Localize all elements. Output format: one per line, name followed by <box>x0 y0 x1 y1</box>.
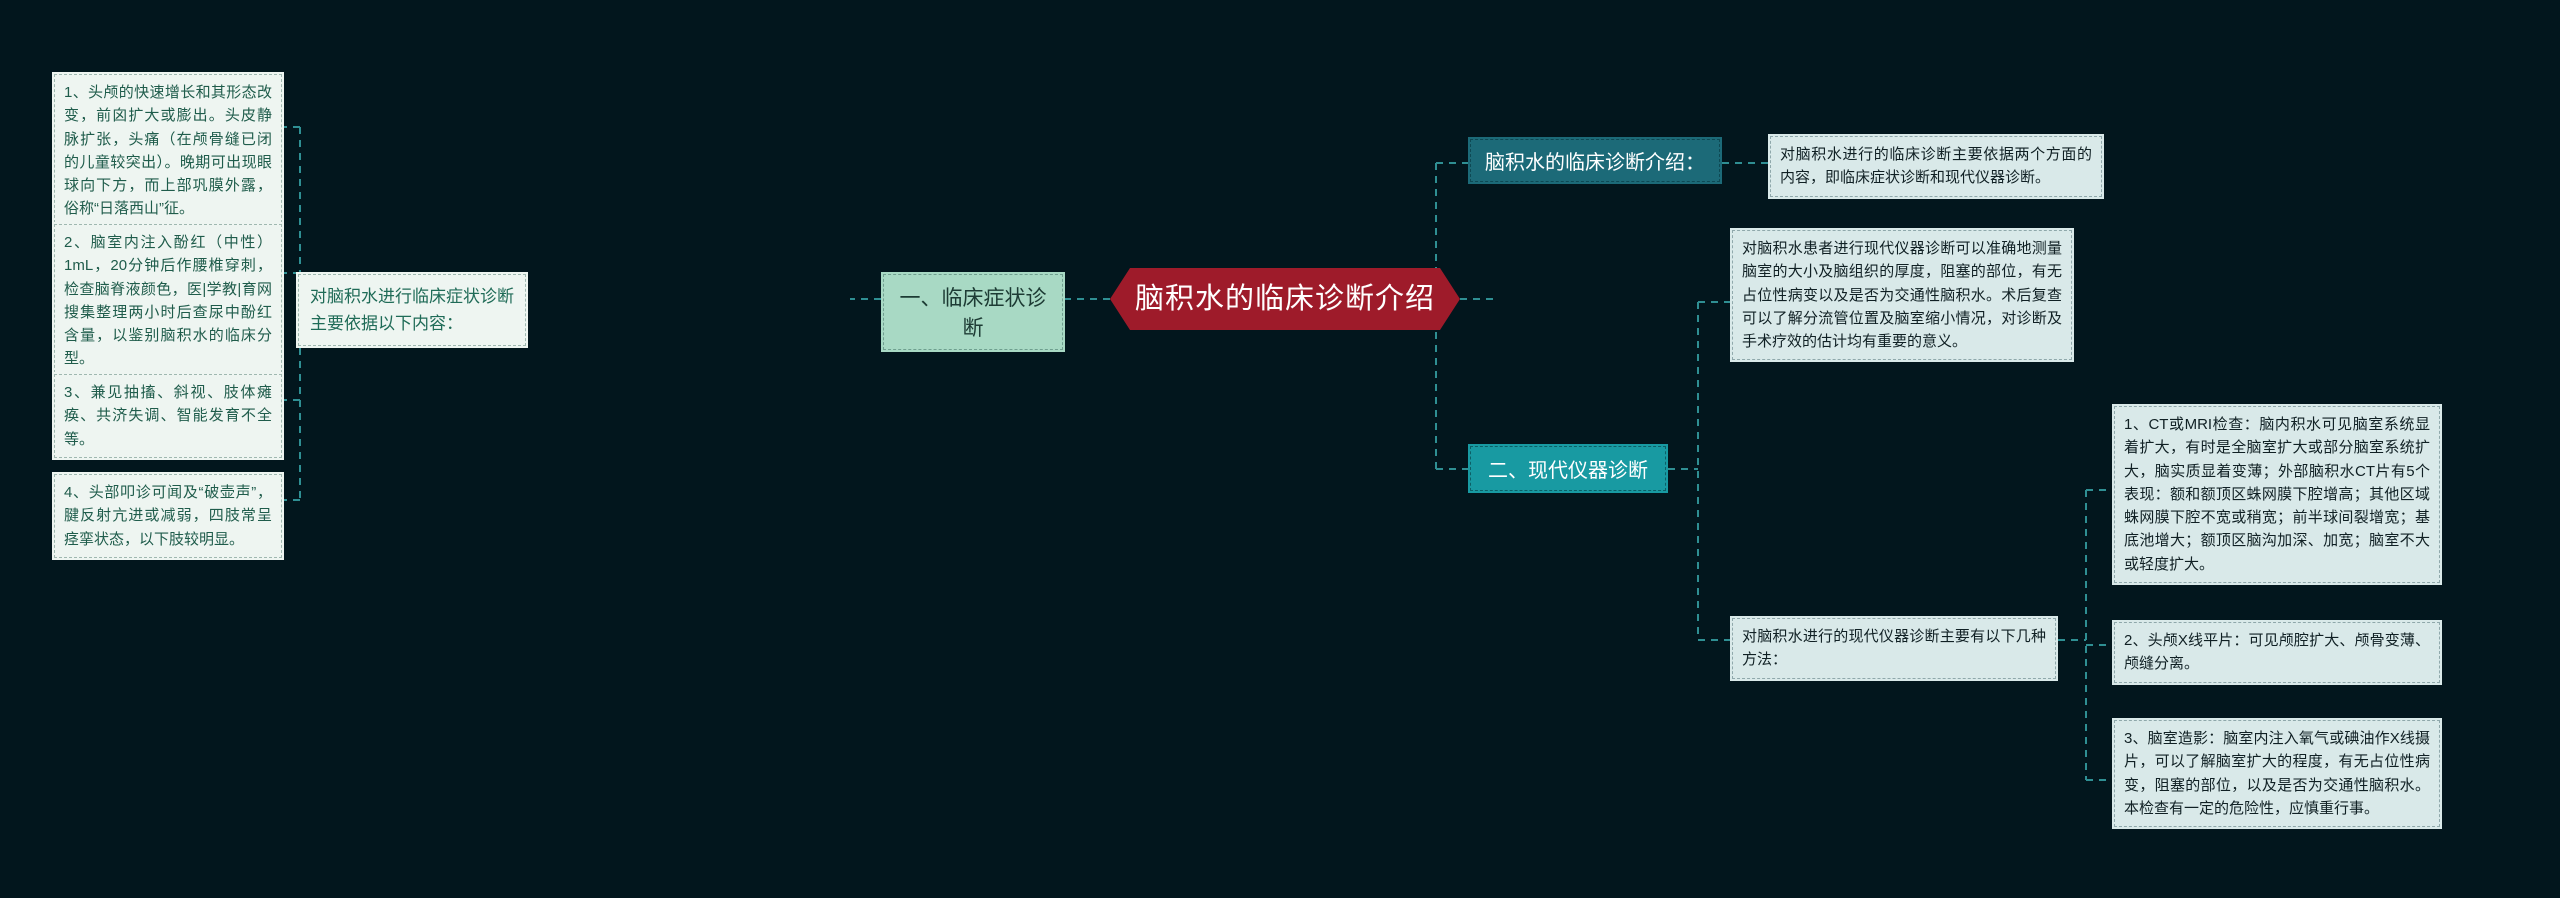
note-clinical-intro[interactable]: 对脑积水进行临床症状诊断主要依据以下内容： <box>296 272 528 349</box>
note-instrument[interactable]: 对脑积水患者进行现代仪器诊断可以准确地测量脑室的大小及脑组织的厚度，阻塞的部位，… <box>1730 228 2074 363</box>
list-item-method-2[interactable]: 2、头颅X线平片：可见颅腔扩大、颅骨变薄、颅缝分离。 <box>2112 620 2442 685</box>
list-item-clinical-1[interactable]: 1、头颅的快速增长和其形态改变，前囟扩大或膨出。头皮静脉扩张，头痛（在颅骨缝已闭… <box>52 72 284 230</box>
note-overview[interactable]: 对脑积水进行的临床诊断主要依据两个方面的内容，即临床症状诊断和现代仪器诊断。 <box>1768 134 2104 199</box>
list-item-clinical-3[interactable]: 3、兼见抽搐、斜视、肢体瘫痪、共济失调、智能发育不全等。 <box>52 372 284 460</box>
list-item-method-1[interactable]: 1、CT或MRI检查：脑内积水可见脑室系统显着扩大，有时是全脑室扩大或部分脑室系… <box>2112 404 2442 585</box>
list-item-clinical-4[interactable]: 4、头部叩诊可闻及“破壶声”，腱反射亢进或减弱，四肢常呈痉挛状态，以下肢较明显。 <box>52 472 284 560</box>
list-item-clinical-2[interactable]: 2、脑室内注入酚红（中性）1mL，20分钟后作腰椎穿刺，检查脑脊液颜色，医|学教… <box>52 222 284 380</box>
topic-overview[interactable]: 脑积水的临床诊断介绍： <box>1468 137 1722 184</box>
list-item-method-3[interactable]: 3、脑室造影：脑室内注入氧气或碘油作X线摄片，可以了解脑室扩大的程度，有无占位性… <box>2112 718 2442 829</box>
topic-instrument-diagnosis[interactable]: 二、现代仪器诊断 <box>1468 444 1668 493</box>
note-instrument-methods-intro[interactable]: 对脑积水进行的现代仪器诊断主要有以下几种方法： <box>1730 616 2058 681</box>
root-topic[interactable]: 脑积水的临床诊断介绍 <box>1110 268 1460 330</box>
topic-clinical-diagnosis[interactable]: 一、临床症状诊断 <box>881 272 1065 352</box>
